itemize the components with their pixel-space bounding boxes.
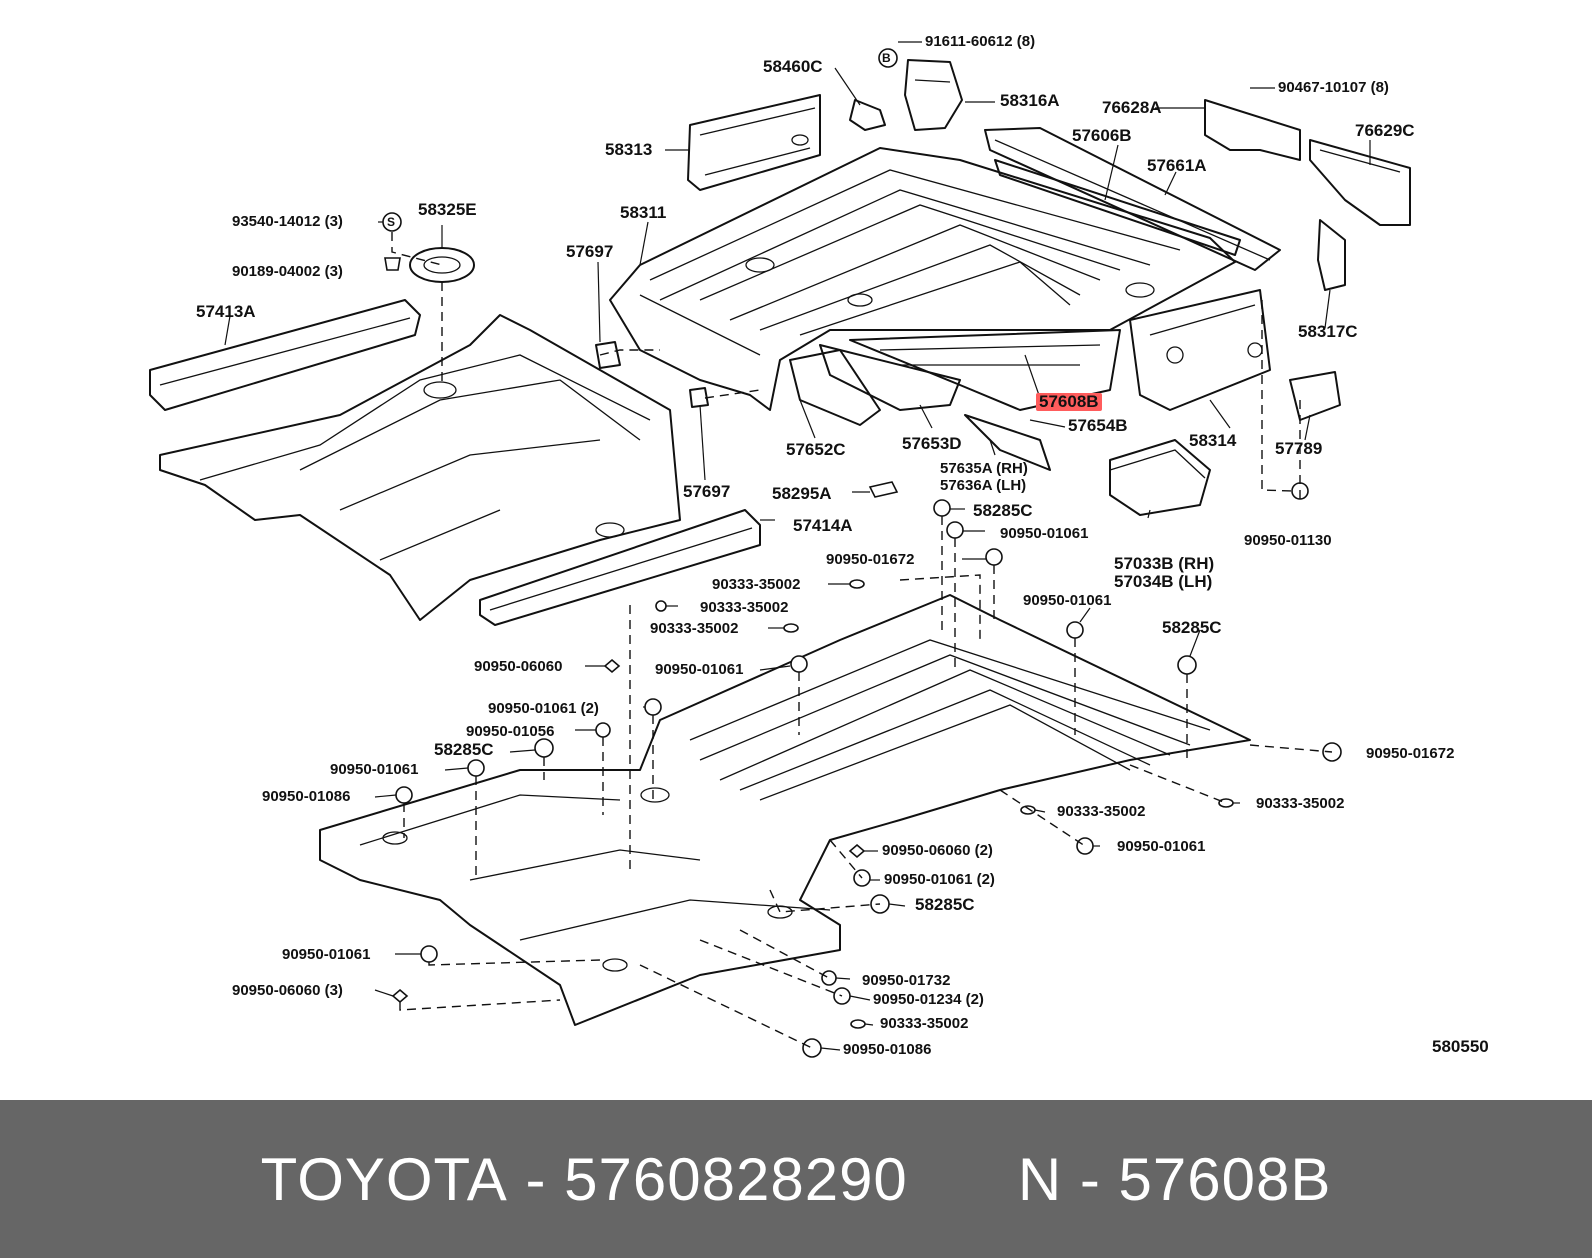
- part-label: 90950-06060 (3): [232, 982, 343, 999]
- part-label: 90950-01086: [262, 788, 351, 805]
- part-label: 57697: [566, 242, 614, 261]
- part-label: 57413A: [196, 302, 256, 321]
- panels-76628A-76629C: [1204, 99, 1411, 226]
- part-label: 93540-14012 (3): [232, 213, 343, 230]
- part-label: 57789: [1275, 439, 1323, 458]
- dashed-alignment-lines: [391, 232, 1333, 1049]
- reference-code: 57608B: [1118, 1145, 1332, 1213]
- part-label: 90950-01056: [466, 723, 555, 740]
- part-label: 90950-01086: [843, 1041, 932, 1058]
- part-label: 90950-01732: [862, 972, 951, 989]
- part-label: 90950-01061 (2): [488, 700, 599, 717]
- part-label: 90333-35002: [880, 1015, 969, 1032]
- exploded-floor-pan-drawing: [149, 41, 1411, 1058]
- panel-58313: [687, 94, 821, 191]
- part-label: 58460C: [763, 57, 823, 76]
- part-label: 58325E: [418, 200, 477, 219]
- part-label: 76629C: [1355, 121, 1415, 140]
- side-member-57413A: [149, 299, 421, 411]
- part-label: 90333-35002: [700, 599, 789, 616]
- callout-symbol-b: B: [882, 51, 891, 65]
- part-label: 76628A: [1102, 98, 1162, 117]
- part-label: 58314: [1189, 431, 1237, 450]
- part-label: 57034B (LH): [1114, 572, 1213, 591]
- center-floor-pan: [159, 314, 681, 621]
- part-info-footer: TOYOTA - 5760828290 N - 57608B: [0, 1100, 1592, 1258]
- highlighted-part-label: 57608B: [1036, 393, 1102, 411]
- part-label: 90950-06060 (2): [882, 842, 993, 859]
- part-label: 90950-01234 (2): [873, 991, 984, 1008]
- panels-58316A-58460C: [849, 48, 963, 131]
- part-label: 58316A: [1000, 91, 1060, 110]
- part-label: 57414A: [793, 516, 853, 535]
- part-label: 90333-35002: [650, 620, 739, 637]
- part-label: 57033B (RH): [1114, 554, 1215, 573]
- part-label: 58285C: [915, 895, 975, 914]
- diagram-code: 580550: [1432, 1037, 1489, 1056]
- separator: -: [1079, 1145, 1101, 1213]
- part-label: 57635A (RH): [940, 460, 1028, 477]
- part-label: 90950-01130: [1244, 532, 1332, 549]
- part-label: 57636A (LH): [940, 477, 1027, 494]
- rear-floor-pan-58311: [609, 147, 1236, 411]
- side-member-57414A: [479, 509, 761, 626]
- separator: -: [525, 1145, 547, 1213]
- part-label: 90950-01061: [655, 661, 744, 678]
- part-label: 90950-01061 (2): [884, 871, 995, 888]
- part-label: 90950-01061: [1000, 525, 1089, 542]
- part-label: 57661A: [1147, 156, 1207, 175]
- part-label: 57606B: [1072, 126, 1132, 145]
- part-label: 90950-01061: [330, 761, 419, 778]
- brackets-right-side: [1129, 219, 1346, 421]
- part-label: 58285C: [1162, 618, 1222, 637]
- part-label: 57652C: [786, 440, 846, 459]
- part-label: 57654B: [1068, 416, 1128, 435]
- part-label: 58285C: [973, 501, 1033, 520]
- part-label: 90333-35002: [1057, 803, 1146, 820]
- plate-58325E-and-fasteners: [382, 212, 899, 498]
- part-label: 90333-35002: [1256, 795, 1345, 812]
- rail-57606B-57661A: [984, 127, 1281, 271]
- part-label: 58311: [620, 203, 667, 222]
- part-label: 90950-01672: [826, 551, 915, 568]
- part-label: 58317C: [1298, 322, 1358, 341]
- part-label: 90950-01061: [1117, 838, 1206, 855]
- part-label: 57697: [683, 482, 731, 501]
- part-number: 5760828290: [564, 1145, 908, 1213]
- part-label: 90467-10107 (8): [1278, 79, 1389, 96]
- part-label: 58313: [605, 140, 653, 159]
- part-label: 90950-01061: [282, 946, 371, 963]
- part-label: 57653D: [902, 434, 962, 453]
- callout-symbol-s: S: [387, 215, 396, 229]
- box-57033B-57034B: [1109, 439, 1211, 516]
- part-label: 90950-01672: [1366, 745, 1455, 762]
- part-label: 90950-01061: [1023, 592, 1112, 609]
- part-label: 58295A: [772, 484, 832, 503]
- part-label: 58285C: [434, 740, 494, 759]
- variant-code: N: [1017, 1145, 1063, 1213]
- brand-name: TOYOTA: [260, 1145, 508, 1213]
- part-label: 90333-35002: [712, 576, 801, 593]
- part-label: 90189-04002 (3): [232, 263, 343, 280]
- part-label: 91611-60612 (8): [925, 33, 1036, 50]
- part-label: 90950-06060: [474, 658, 563, 675]
- leader-lines: [224, 41, 1371, 1051]
